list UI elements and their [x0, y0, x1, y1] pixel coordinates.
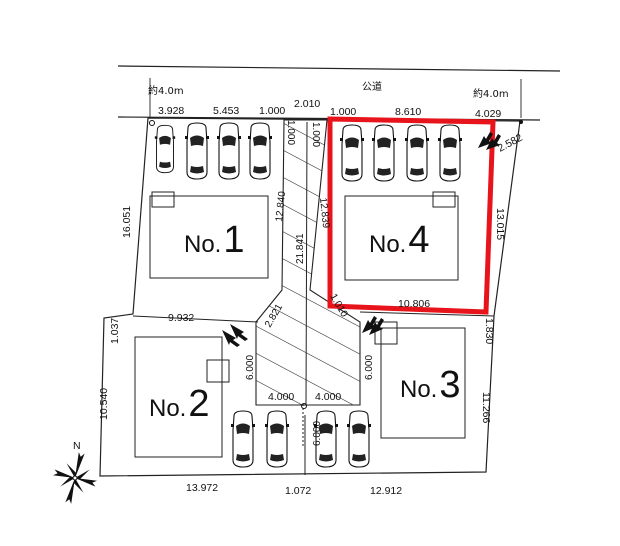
dim-lot2-left: 10.540: [98, 388, 110, 420]
top-dimensions: 3.928 5.453 1.000 2.010 1.000 8.610 4.02…: [158, 98, 501, 120]
car-icon: [184, 122, 210, 180]
lot-1-label: No.1: [184, 219, 245, 261]
driveway-divider: [305, 121, 308, 406]
entrance-arrow-icon: [478, 132, 501, 150]
dim-parking-depth: 6.000: [312, 421, 323, 446]
car-icon: [264, 410, 290, 468]
road: 公道 約4.0m 約4.0m: [117, 65, 561, 121]
boundary-marker-icon: [301, 403, 307, 409]
car-icon: [437, 124, 463, 182]
dim-left-diag: 12.840: [274, 190, 288, 222]
dim-bottom-1: 13.972: [186, 482, 218, 494]
dim-right-bottom: 4.000: [315, 391, 341, 403]
dim-top-7: 4.029: [475, 108, 501, 120]
dim-top-5: 1.000: [330, 106, 356, 118]
road-width-left: 約4.0m: [148, 84, 184, 97]
dim-strip-right-top: 1.000: [310, 122, 321, 147]
compass-icon: [52, 452, 98, 504]
car-icon: [346, 410, 372, 468]
dim-lot2-top: 9.932: [168, 312, 194, 324]
dim-lot3-right: 11.266: [480, 392, 492, 423]
entrance-arrow-icon: [362, 316, 384, 335]
dim-top-6: 8.610: [395, 106, 421, 118]
bottom-dimensions: 13.972 1.072 12.912: [186, 482, 402, 497]
dim-lot2-left-upper: 1.037: [109, 318, 121, 344]
dim-right-diag: 12.839: [317, 197, 331, 229]
dim-lot1-left: 16.051: [121, 206, 133, 238]
dim-lot4-bottom: 10.806: [398, 298, 430, 310]
entrance-arrows: [222, 132, 501, 347]
car-icon: [339, 124, 365, 182]
dim-lot4-right: 13.015: [494, 208, 506, 240]
lot-3-label: No.3: [400, 364, 461, 406]
dim-right-depth: 6.000: [364, 355, 375, 380]
dim-left-depth: 6.000: [245, 355, 256, 380]
lot-lines: [132, 311, 495, 475]
car-icon: [371, 124, 397, 182]
lot-2-label: No.2: [149, 383, 210, 425]
compass-north-label: N: [73, 440, 81, 452]
dim-strip-left-top: 1.000: [285, 120, 296, 145]
dim-top-1: 3.928: [158, 105, 184, 117]
dim-top-2: 5.453: [213, 105, 239, 117]
house-4: [344, 191, 459, 281]
car-icon: [247, 122, 273, 180]
boundary-marker-icon: [519, 120, 523, 124]
dim-center-long: 21.841: [295, 233, 306, 264]
lot-labels: No.1 No.4 No.2 No.3: [149, 219, 461, 425]
lot-4-label: No.4: [369, 219, 430, 261]
road-label: 公道: [362, 80, 382, 93]
dim-bottom-2: 1.072: [285, 485, 311, 497]
dim-lot4-corner: 2.582: [496, 132, 525, 155]
house-3: [374, 321, 466, 439]
dim-bottom-3: 12.912: [370, 485, 402, 497]
car-icon: [154, 124, 176, 174]
boundary-marker-icon: [149, 120, 155, 126]
road-width-right: 約4.0m: [473, 87, 509, 100]
house-2: [134, 336, 230, 458]
lot-4-highlight: [327, 116, 496, 315]
site-boundary: [99, 117, 521, 477]
dim-left-bottom: 4.000: [268, 391, 294, 403]
car-icon: [216, 122, 242, 180]
driveway-hatched: [255, 119, 361, 406]
driveway-dimensions: 1.000 1.000 12.840 21.841 12.839 2.821 1…: [245, 120, 375, 446]
entrance-arrow-icon: [222, 324, 248, 347]
car-icon: [230, 410, 256, 468]
house-1: [149, 191, 269, 279]
dim-top-3: 1.000: [259, 105, 285, 117]
dim-top-4: 2.010: [294, 98, 320, 110]
dim-lot3-right-upper: 1.830: [483, 318, 495, 344]
car-icon: [404, 124, 430, 182]
